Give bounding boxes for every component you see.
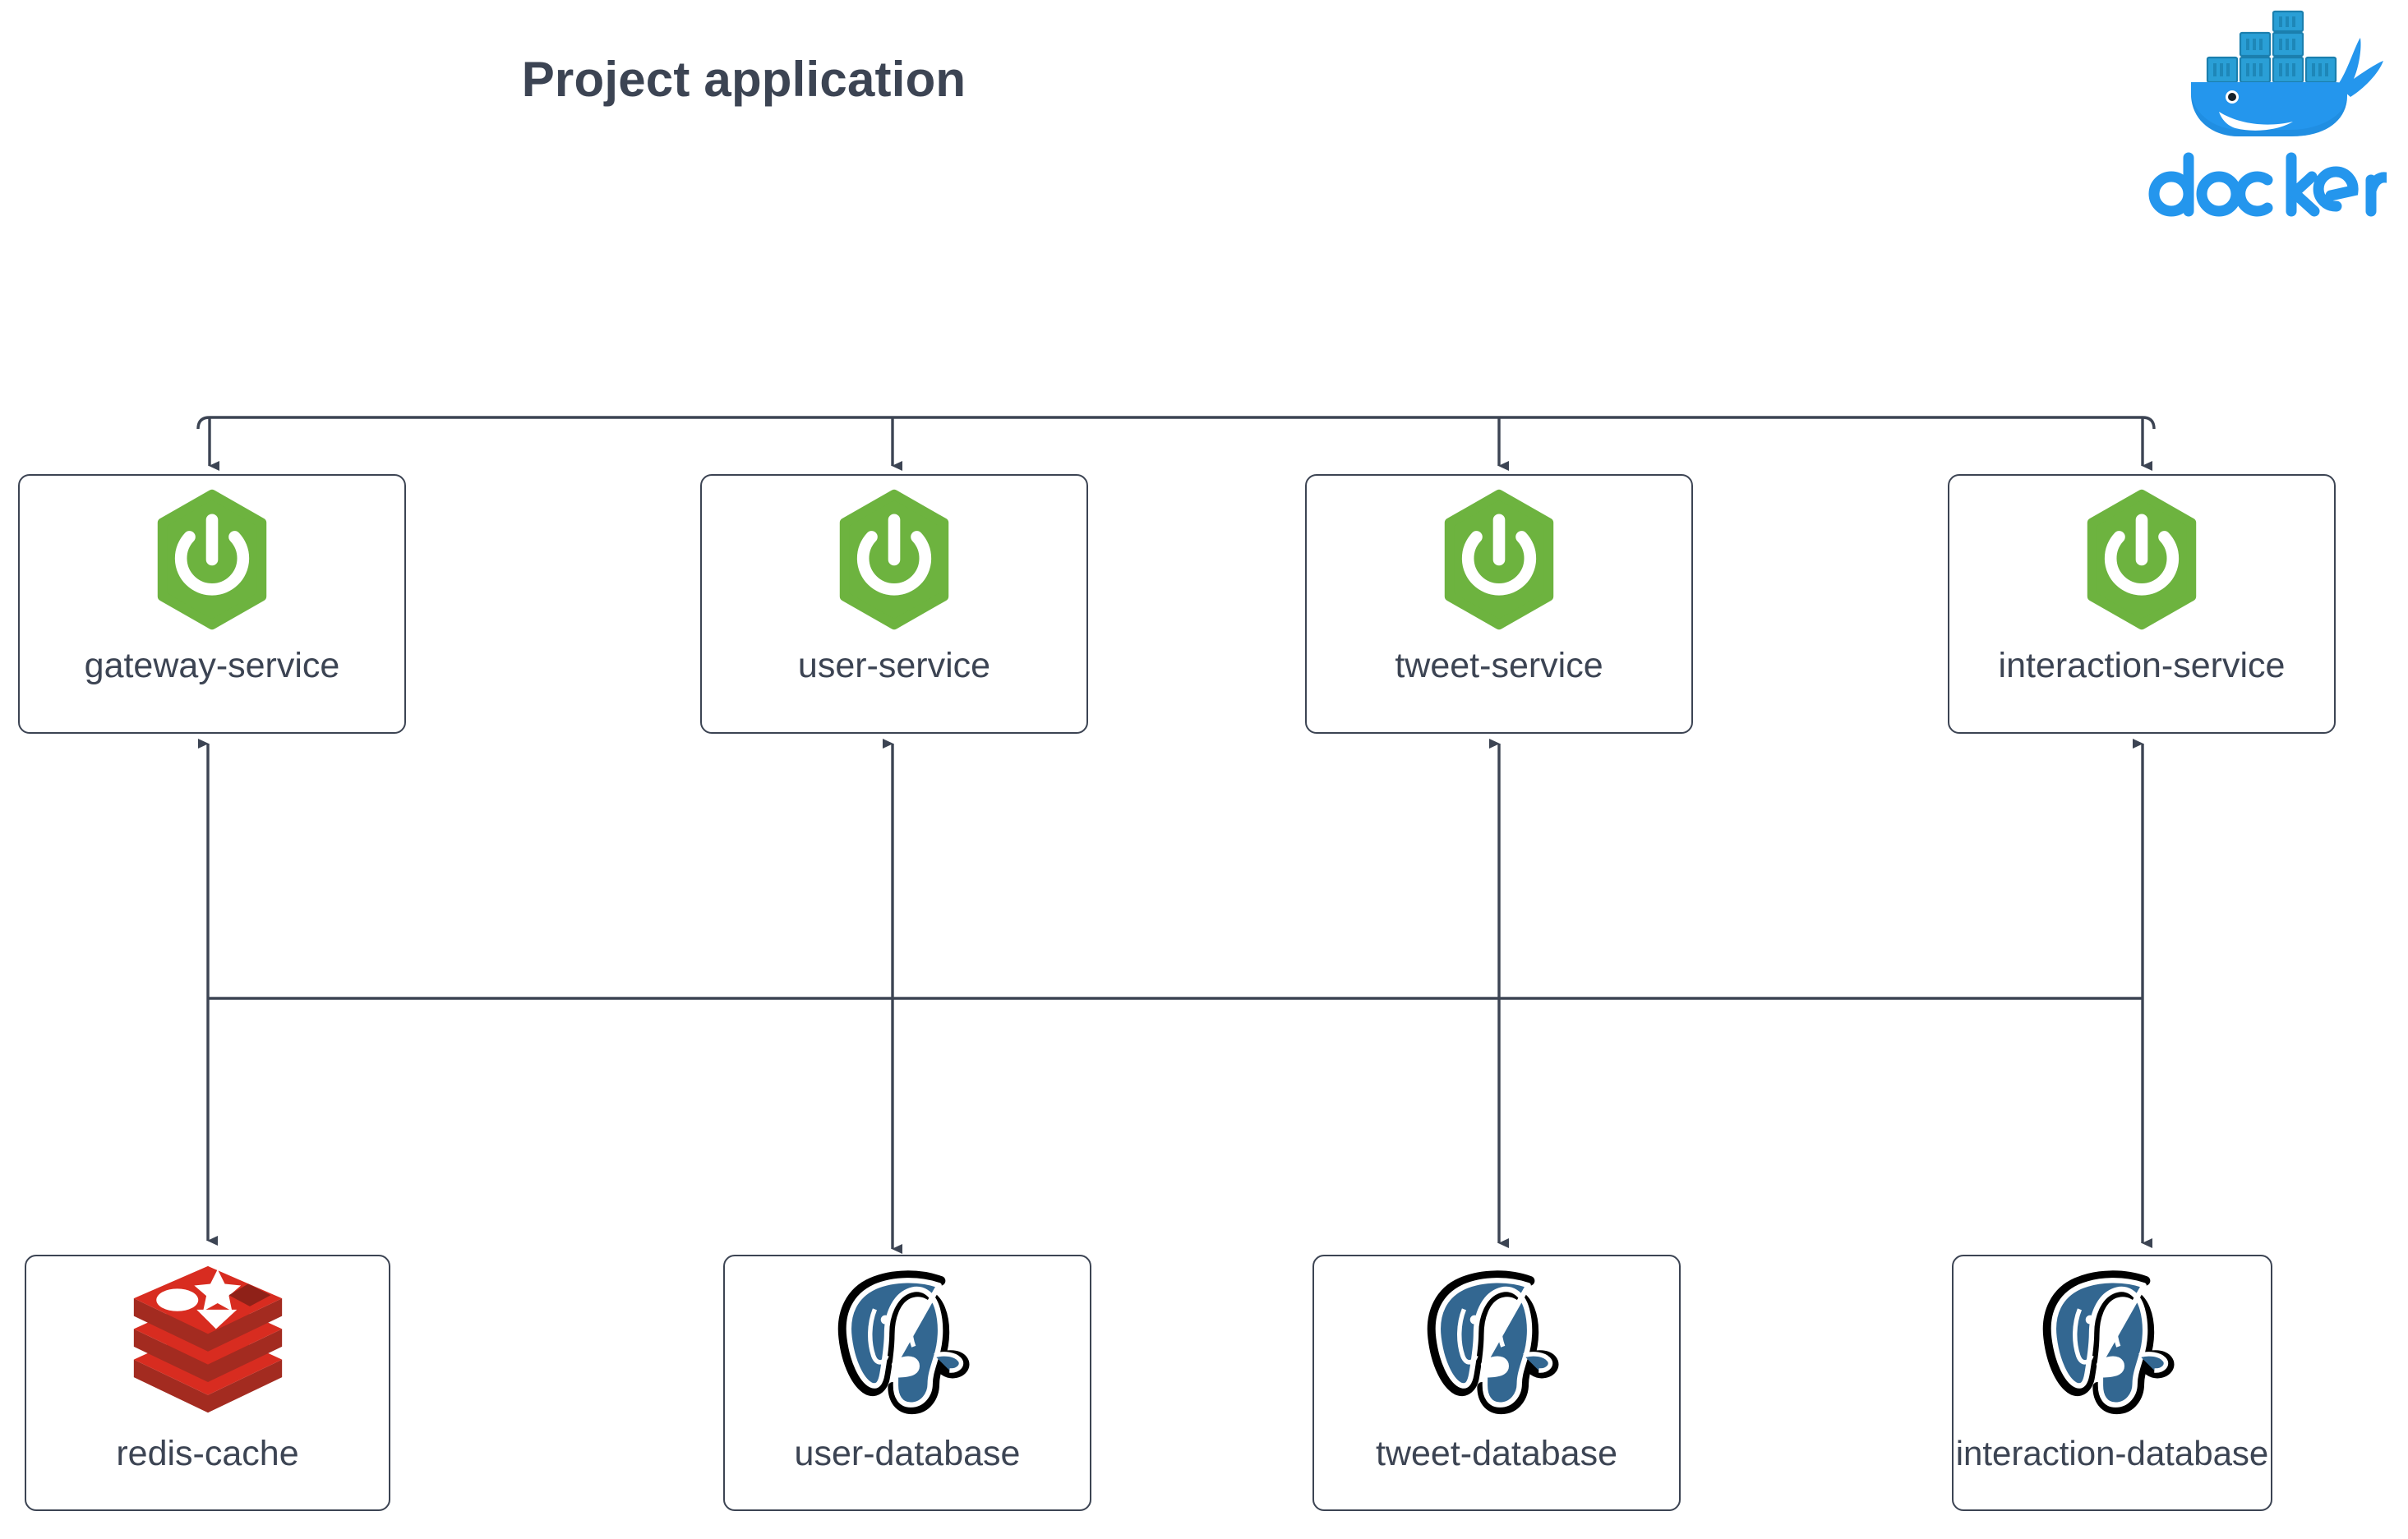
postgresql-icon <box>821 1263 994 1431</box>
node-label: interaction-database <box>1955 1434 2269 1472</box>
node-redis-cache[interactable]: redis-cache <box>25 1255 390 1511</box>
spring-boot-icon <box>141 489 283 630</box>
node-gateway-service[interactable]: gateway-service <box>18 474 406 734</box>
postgresql-icon <box>1410 1263 1583 1431</box>
node-interaction-service[interactable]: interaction-service <box>1948 474 2336 734</box>
spring-boot-icon <box>1428 489 1570 630</box>
node-interaction-database[interactable]: interaction-database <box>1952 1255 2272 1511</box>
node-tweet-database[interactable]: tweet-database <box>1312 1255 1681 1511</box>
node-label: tweet-service <box>1395 646 1603 685</box>
node-user-database[interactable]: user-database <box>723 1255 1091 1511</box>
postgresql-icon <box>2026 1263 2198 1431</box>
spring-boot-icon <box>823 489 965 630</box>
page-title: Project application <box>521 52 966 107</box>
docker-whale-logo <box>2140 7 2387 222</box>
redis-icon <box>122 1263 294 1431</box>
node-user-service[interactable]: user-service <box>700 474 1088 734</box>
node-label: gateway-service <box>84 646 340 685</box>
node-label: interaction-service <box>1998 646 2286 685</box>
node-tweet-service[interactable]: tweet-service <box>1305 474 1693 734</box>
spring-boot-icon <box>2071 489 2212 630</box>
node-label: user-service <box>797 646 991 685</box>
node-label: user-database <box>794 1434 1021 1473</box>
node-label: tweet-database <box>1375 1434 1618 1473</box>
node-label: redis-cache <box>116 1434 299 1473</box>
